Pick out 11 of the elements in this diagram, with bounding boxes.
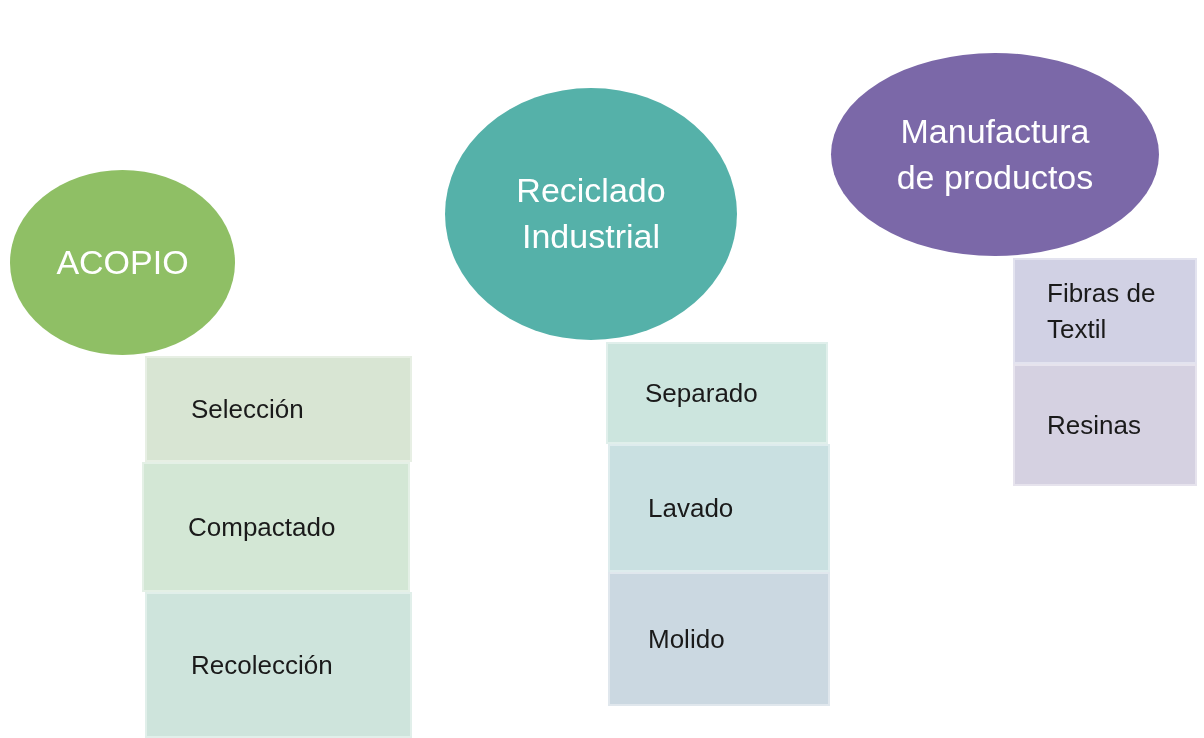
step-box: Compactado [142,462,410,592]
step-box: Selección [145,356,412,462]
step-box: Fibras de Textil [1013,258,1197,364]
stage-ellipse: Reciclado Industrial [445,88,737,340]
stage-ellipse: ACOPIO [10,170,235,355]
step-box: Resinas [1013,364,1197,486]
step-box: Molido [608,572,830,706]
step-box: Recolección [145,592,412,738]
step-box: Separado [606,342,828,444]
stage-ellipse: Manufactura de productos [831,53,1159,256]
step-box: Lavado [608,444,830,572]
